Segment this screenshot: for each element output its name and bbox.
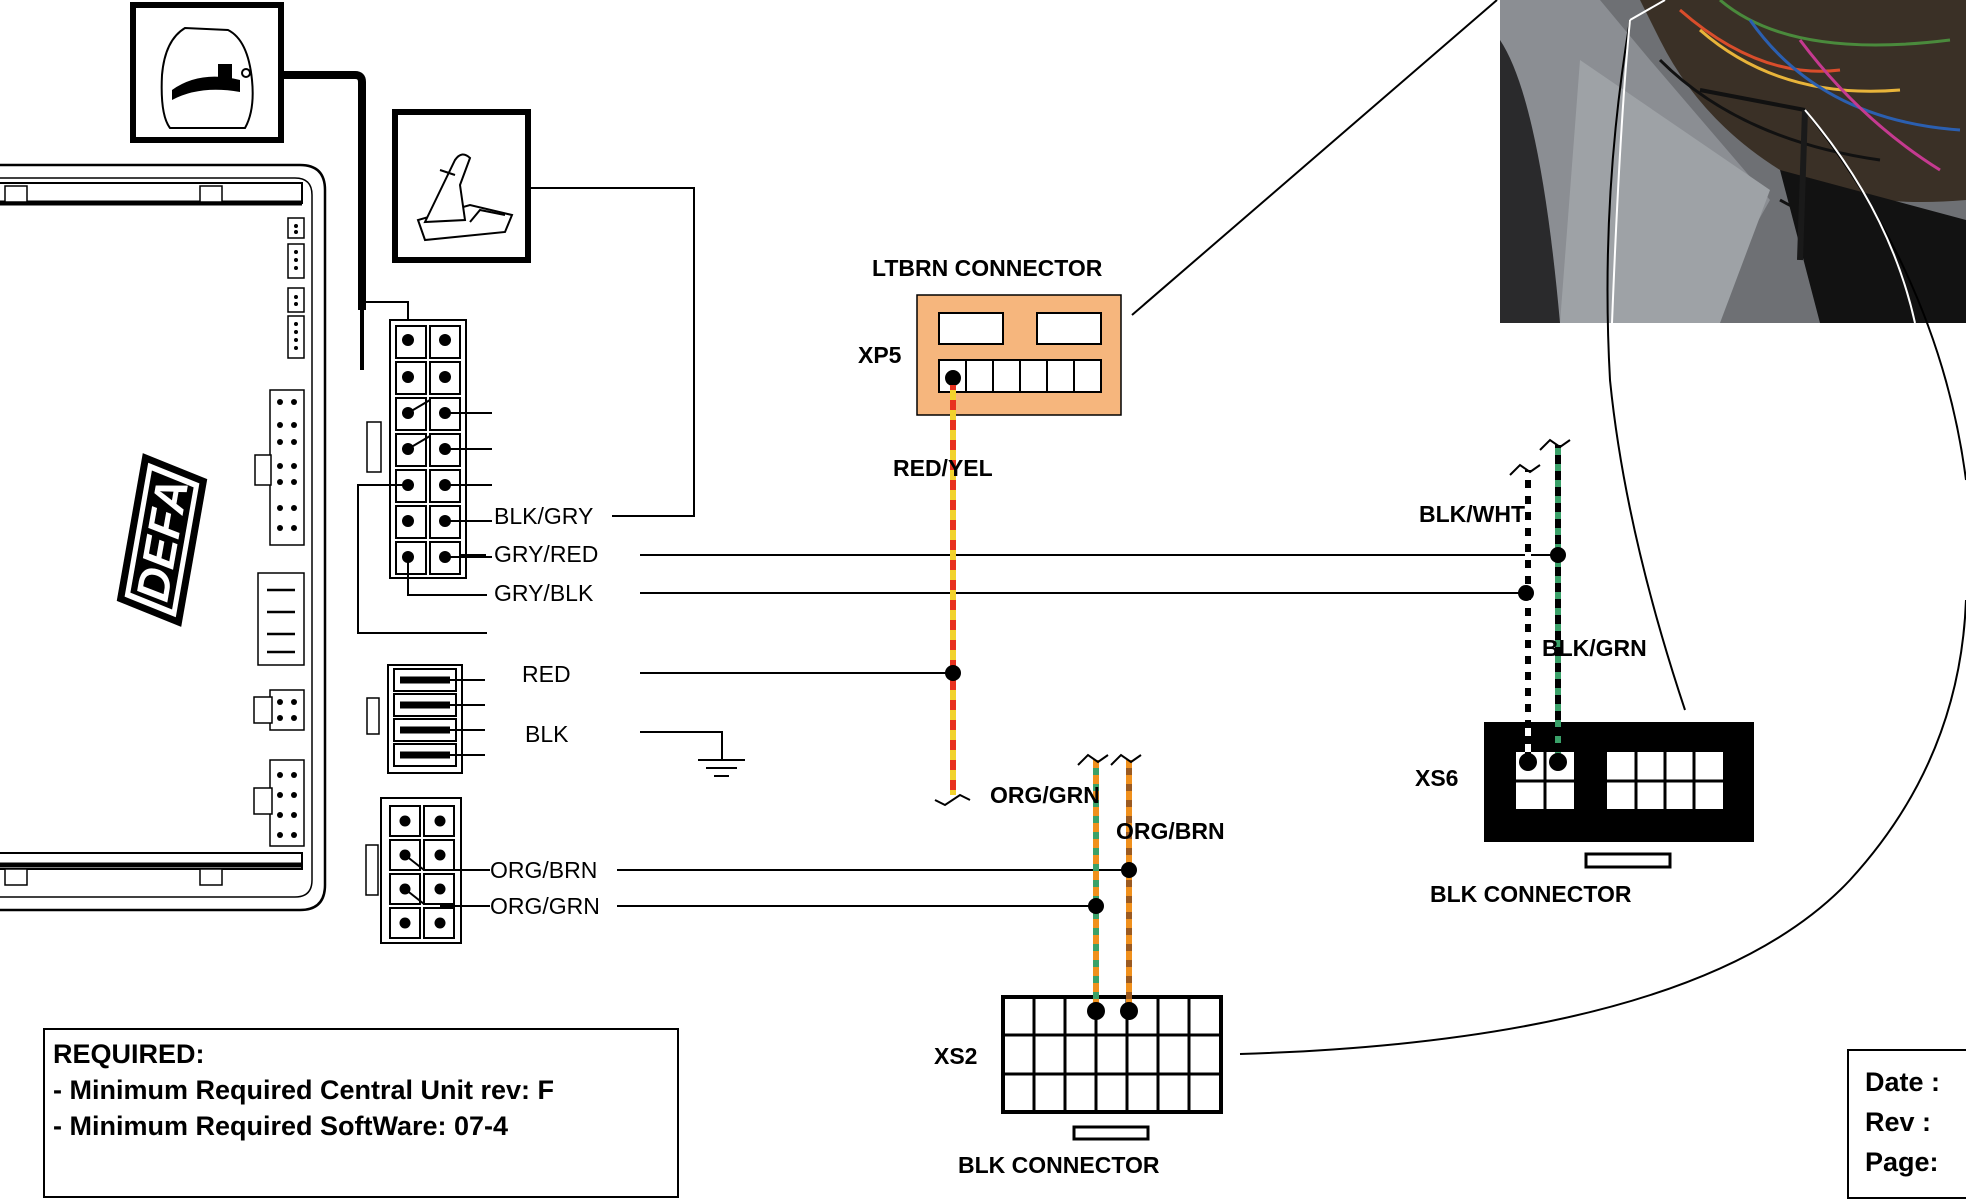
xp5-title: LTBRN CONNECTOR <box>872 255 1103 281</box>
xp5-id: XP5 <box>858 342 902 368</box>
requirements-title: REQUIRED: <box>53 1039 205 1069</box>
requirements-box: REQUIRED: - Minimum Required Central Uni… <box>43 1028 679 1198</box>
wire-label-org-brn-left: ORG/BRN <box>490 857 597 883</box>
title-block-rev: Rev : <box>1865 1107 1932 1137</box>
callout-lines <box>1239 19 1966 1055</box>
title-block-page: Page: <box>1865 1147 1939 1177</box>
xs2-connector: XS2 BLK CONNECTOR <box>934 995 1223 1178</box>
xs6-connector: XS6 BLK CONNECTOR <box>1415 722 1754 907</box>
vehicle-photo <box>1500 0 1966 323</box>
requirement-software: - Minimum Required SoftWare: 07-4 <box>53 1111 509 1141</box>
wire-label-blk-wht: BLK/WHT <box>1419 501 1525 527</box>
main-harness-connector <box>357 319 492 634</box>
central-unit: DEFA <box>0 163 327 912</box>
wire-label-org-brn: ORG/BRN <box>1116 818 1225 844</box>
xs2-title: BLK CONNECTOR <box>958 1152 1160 1178</box>
can-connector <box>365 797 490 944</box>
xs6-title: BLK CONNECTOR <box>1430 881 1632 907</box>
wire-label-org-grn-left: ORG/GRN <box>490 893 600 919</box>
wire-label-red: RED <box>522 661 571 687</box>
wire-label-gry-red: GRY/RED <box>494 541 598 567</box>
xp5-connector: LTBRN CONNECTOR XP5 <box>858 255 1122 416</box>
wire-label-blk-gry: BLK/GRY <box>494 503 593 529</box>
defa-logo: DEFA <box>116 453 208 627</box>
wire-label-gry-blk: GRY/BLK <box>494 580 594 606</box>
xs2-id: XS2 <box>934 1043 977 1069</box>
requirement-central-unit: - Minimum Required Central Unit rev: F <box>53 1075 555 1105</box>
wire-label-org-grn: ORG/GRN <box>990 782 1100 808</box>
sensor-cable <box>281 71 695 517</box>
power-connector <box>366 664 485 774</box>
ignition-sensor-module <box>130 2 284 143</box>
wire-label-red-yel: RED/YEL <box>893 455 993 481</box>
wire-label-blk-grn: BLK/GRN <box>1542 635 1647 661</box>
signal-wires <box>407 554 1558 907</box>
hood-switch-module <box>392 109 531 263</box>
title-block: Date : Rev : Page: <box>1847 1049 1966 1199</box>
title-block-date: Date : <box>1865 1067 1941 1097</box>
xs6-id: XS6 <box>1415 765 1458 791</box>
ground-symbol <box>698 759 745 777</box>
wire-label-blk: BLK <box>525 721 569 747</box>
